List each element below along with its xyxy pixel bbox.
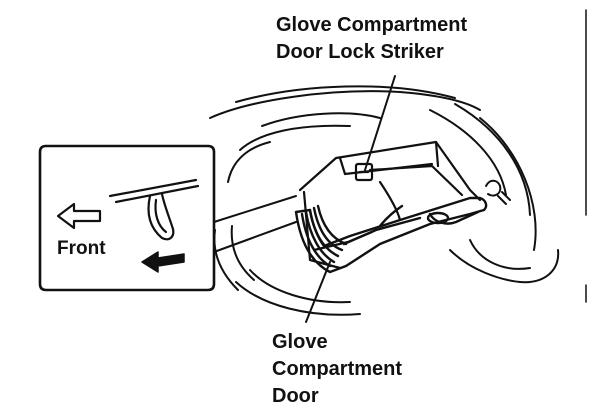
dashboard-background-lines [209, 85, 560, 316]
front-arrow-icon [56, 202, 102, 230]
door-lock-striker [354, 162, 374, 182]
motion-arrow-icon [141, 251, 185, 273]
door-label-line-1: Glove [272, 331, 328, 353]
inset-projection-lines [213, 195, 297, 253]
door-leader-line [305, 261, 331, 323]
door-latch-detail [485, 179, 511, 205]
striker-leader-line [364, 75, 396, 171]
front-direction-inset [38, 144, 216, 292]
glove-compartment-door [294, 196, 488, 274]
front-label: Front [57, 238, 106, 259]
door-label-line-3: Door [272, 385, 319, 407]
inset-door-sketch [108, 178, 200, 241]
striker-label-line-2: Door Lock Striker [276, 41, 444, 63]
door-label-line-2: Compartment [272, 358, 403, 380]
striker-label-line-1: Glove Compartment [276, 14, 468, 36]
